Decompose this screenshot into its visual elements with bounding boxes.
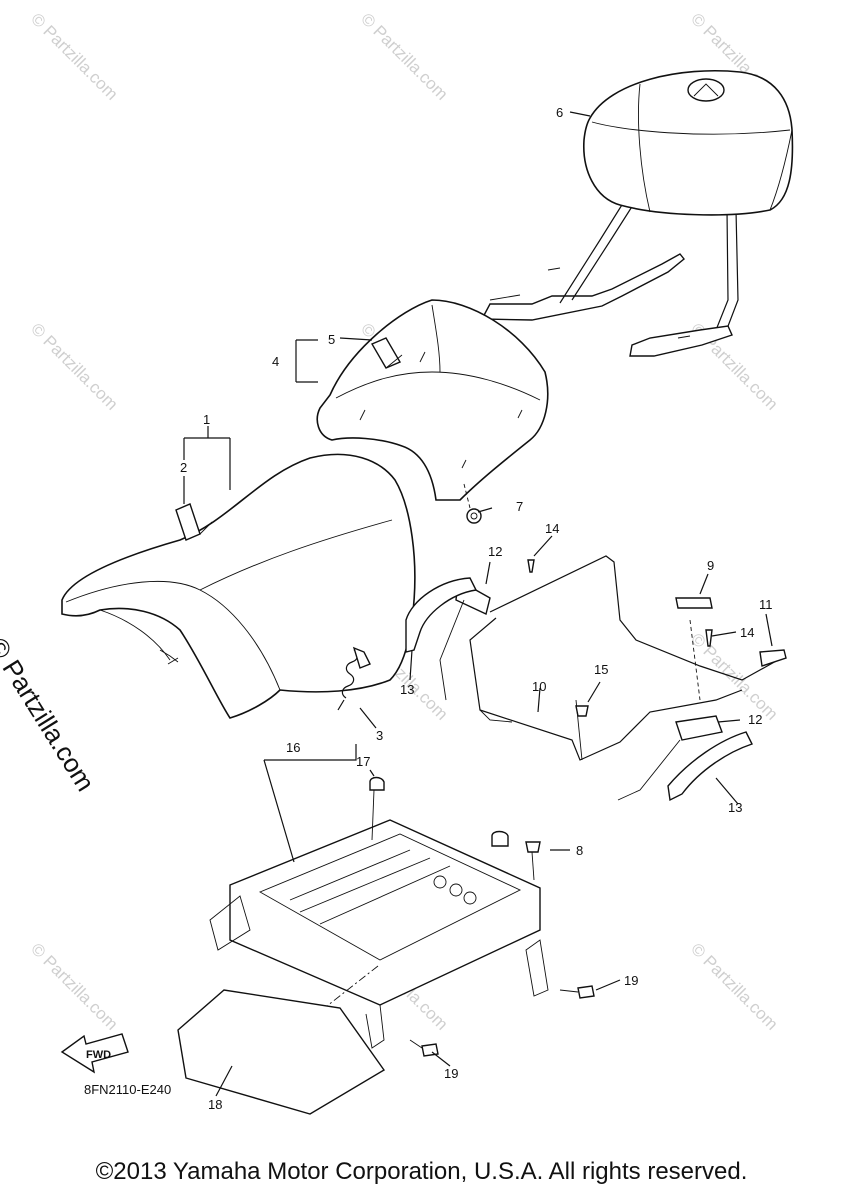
watermark: © Partzilla.com (687, 629, 781, 723)
watermark: © Partzilla.com (27, 9, 121, 103)
callout-2: 2 (180, 460, 187, 475)
callout-19: 19 (444, 1066, 458, 1081)
callout-7: 7 (516, 499, 523, 514)
callout-4: 4 (272, 354, 279, 369)
callout-5: 5 (328, 332, 335, 347)
callout-12: 12 (488, 544, 502, 559)
watermark: © Partzilla.com (27, 319, 121, 413)
nut-part (463, 483, 482, 524)
spring-part (337, 646, 371, 711)
diagram-code: 8FN2110-E240 (84, 1082, 172, 1097)
base-frame-part (209, 776, 595, 1057)
passenger-seat-part (316, 299, 549, 501)
callout-17: 17 (356, 754, 370, 769)
callout-14: 14 (740, 625, 754, 640)
leader-lines (183, 111, 773, 1097)
fwd-arrow: FWD (60, 1033, 129, 1074)
rider-seat-part (61, 453, 416, 719)
callout-14: 14 (545, 521, 559, 536)
callout-12: 12 (748, 712, 762, 727)
callout-10: 10 (532, 679, 546, 694)
backrest-part (480, 69, 794, 357)
watermark: © Partzilla.com (687, 939, 781, 1033)
callout-18: 18 (208, 1097, 222, 1112)
callout-3: 3 (376, 728, 383, 743)
grip-frame-part (405, 555, 787, 802)
callout-11: 11 (759, 597, 773, 612)
fwd-label: FWD (86, 1049, 111, 1061)
callout-15: 15 (594, 662, 608, 677)
callout-13: 13 (728, 800, 742, 815)
callout-9: 9 (707, 558, 714, 573)
callout-13: 13 (400, 682, 414, 697)
mat-part (177, 989, 386, 1115)
callout-1: 1 (203, 412, 210, 427)
copyright-footer: ©2013 Yamaha Motor Corporation, U.S.A. A… (95, 1158, 748, 1185)
callout-16: 16 (286, 740, 300, 755)
callout-19: 19 (624, 973, 638, 988)
callout-8: 8 (576, 843, 583, 858)
callout-6: 6 (556, 105, 563, 120)
watermark: © Partzilla.com (27, 939, 121, 1033)
callout-labels: 1 2 3 4 5 6 7 8 9 10 11 12 12 13 13 14 1… (180, 105, 773, 1112)
watermark: © Partzilla.com (357, 9, 451, 103)
